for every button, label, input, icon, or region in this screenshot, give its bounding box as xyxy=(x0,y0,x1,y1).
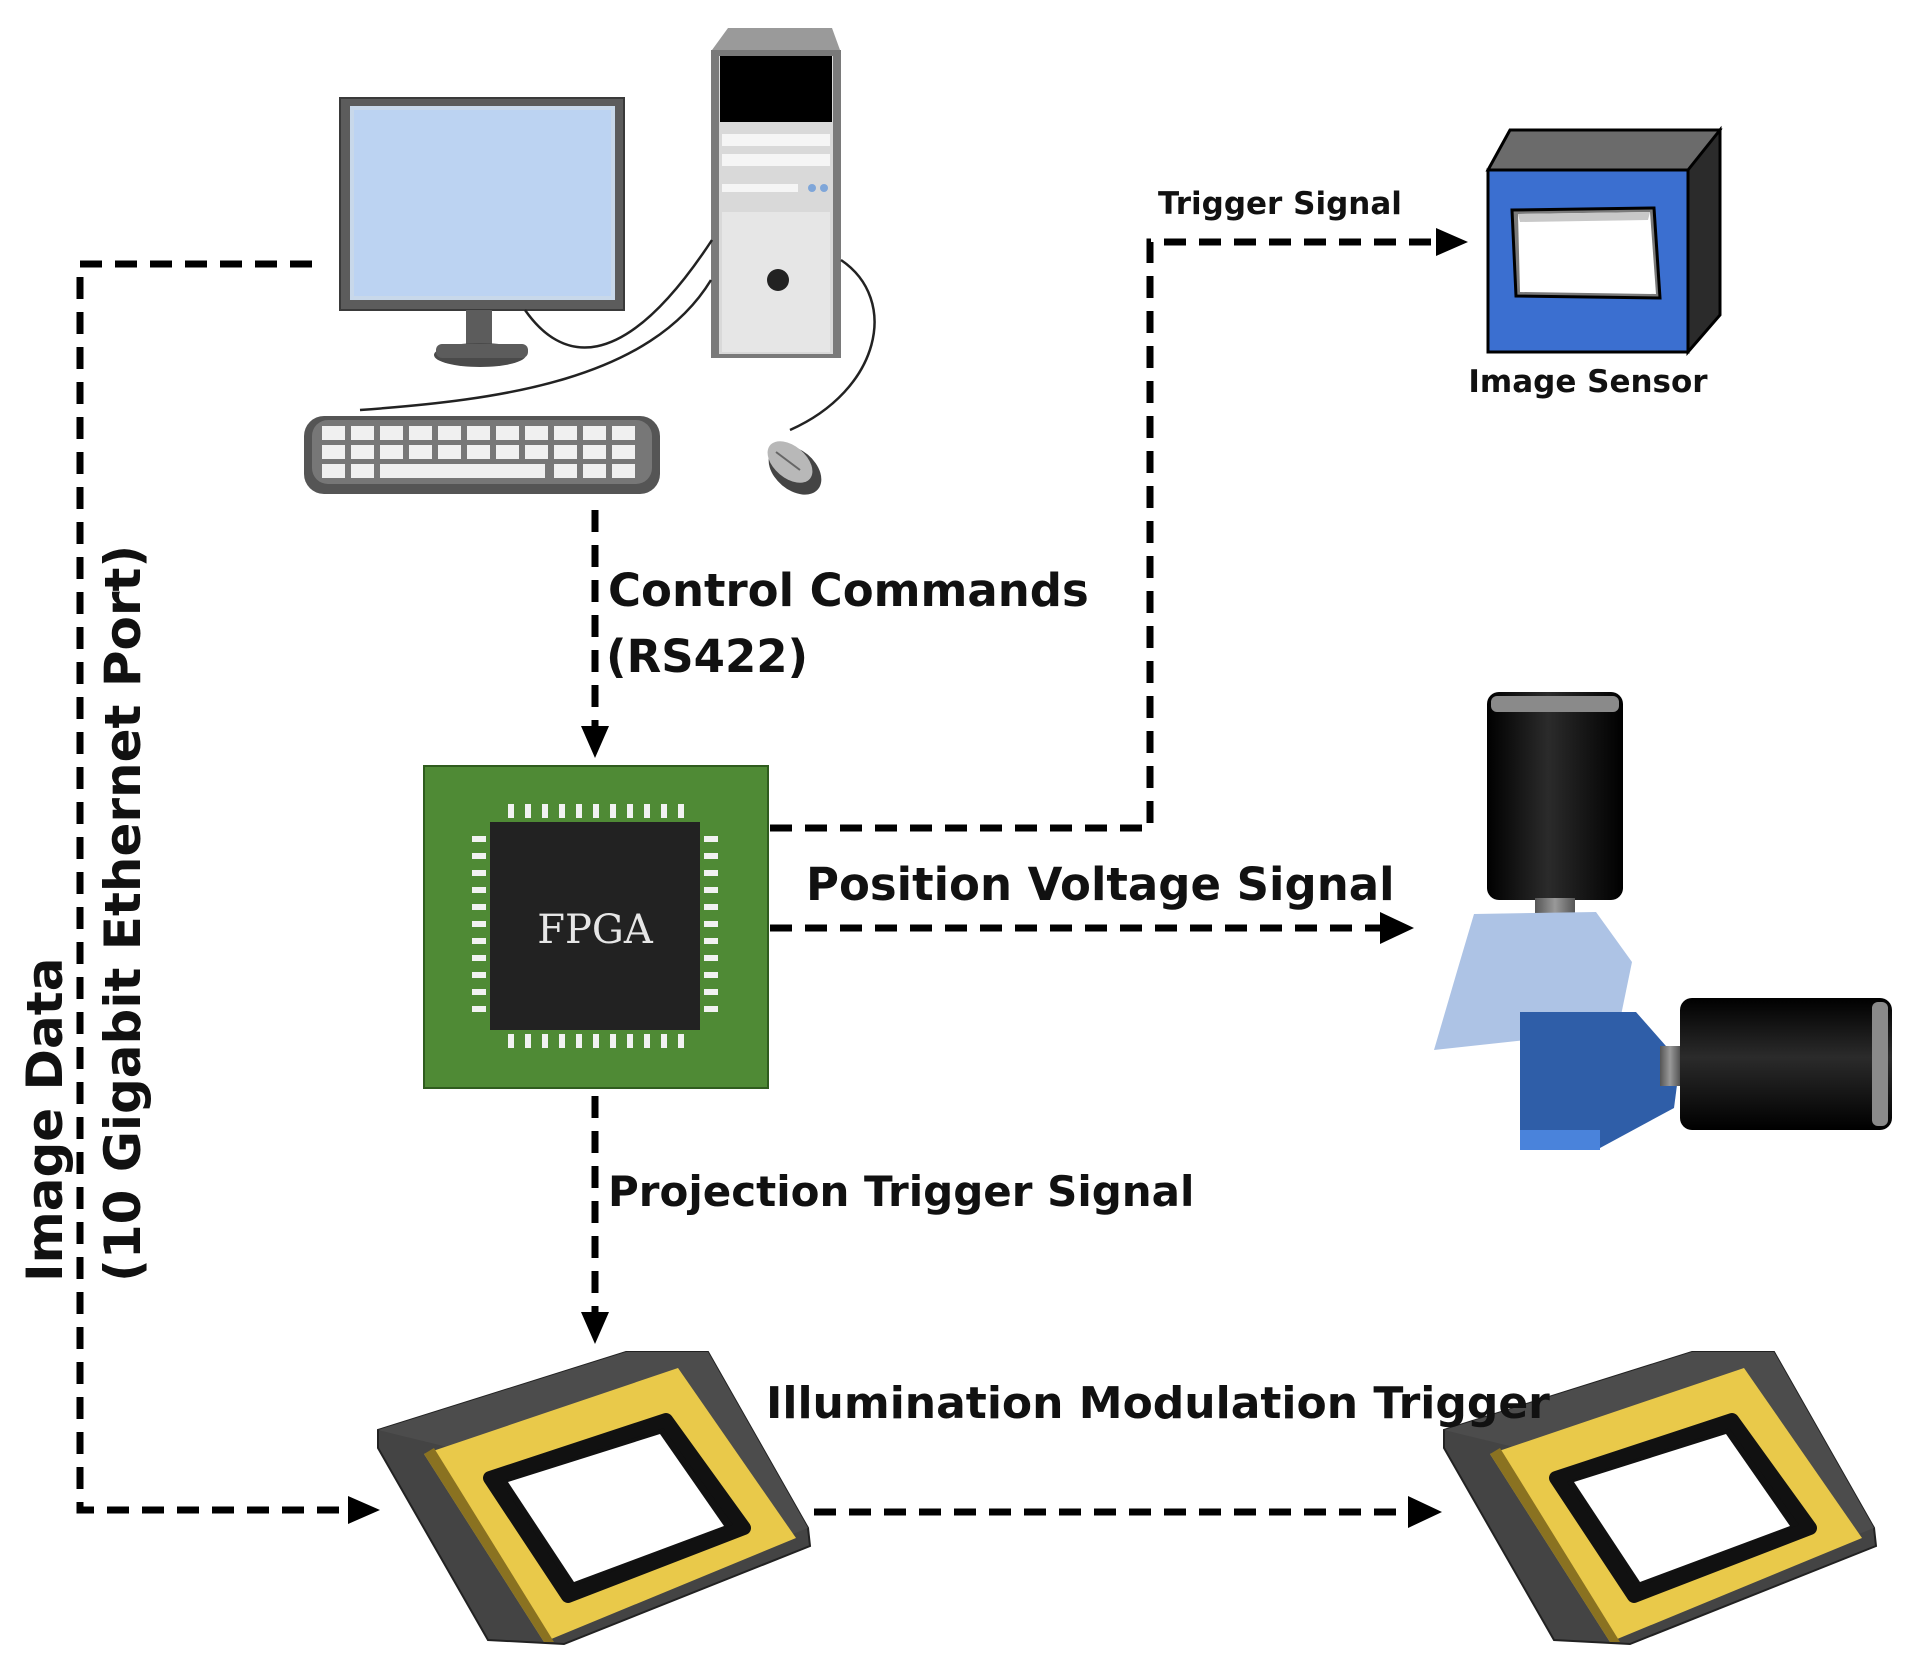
image-data-connector xyxy=(76,260,350,1514)
trigger-signal-label: Trigger Signal xyxy=(1158,186,1402,222)
control-commands-protocol-label: (RS422) xyxy=(606,630,808,683)
illumination-modulation-trigger-label: Illumination Modulation Trigger xyxy=(766,1378,1550,1429)
trigger-signal-arrowhead xyxy=(1436,228,1468,256)
image-data-port-label: (10 Gigabit Ethernet Port) xyxy=(94,545,152,1282)
illumination-modulation-arrowhead xyxy=(1408,1496,1442,1528)
image-sensor-icon xyxy=(1485,125,1723,357)
control-commands-label: Control Commands xyxy=(608,564,1089,617)
dmd-chip-icon xyxy=(1443,1351,1878,1646)
trigger-signal-connector xyxy=(770,238,1438,832)
image-sensor-label: Image Sensor xyxy=(1468,364,1708,400)
image-data-label: Image Data xyxy=(16,958,74,1282)
galvo-scanner-icon xyxy=(1434,692,1892,1150)
dmd-chip-icon xyxy=(377,1351,812,1646)
position-voltage-signal-label: Position Voltage Signal xyxy=(806,858,1395,911)
projection-trigger-signal-label: Projection Trigger Signal xyxy=(608,1167,1194,1216)
position-voltage-arrowhead xyxy=(1380,912,1414,944)
image-data-arrowhead xyxy=(348,1496,380,1524)
fpga-label: FPGA xyxy=(537,907,654,953)
desktop-computer-icon xyxy=(304,28,876,495)
projection-trigger-arrowhead xyxy=(581,1312,609,1344)
fpga-chip-icon: FPGA xyxy=(423,765,769,1089)
control-commands-arrowhead xyxy=(581,726,609,758)
